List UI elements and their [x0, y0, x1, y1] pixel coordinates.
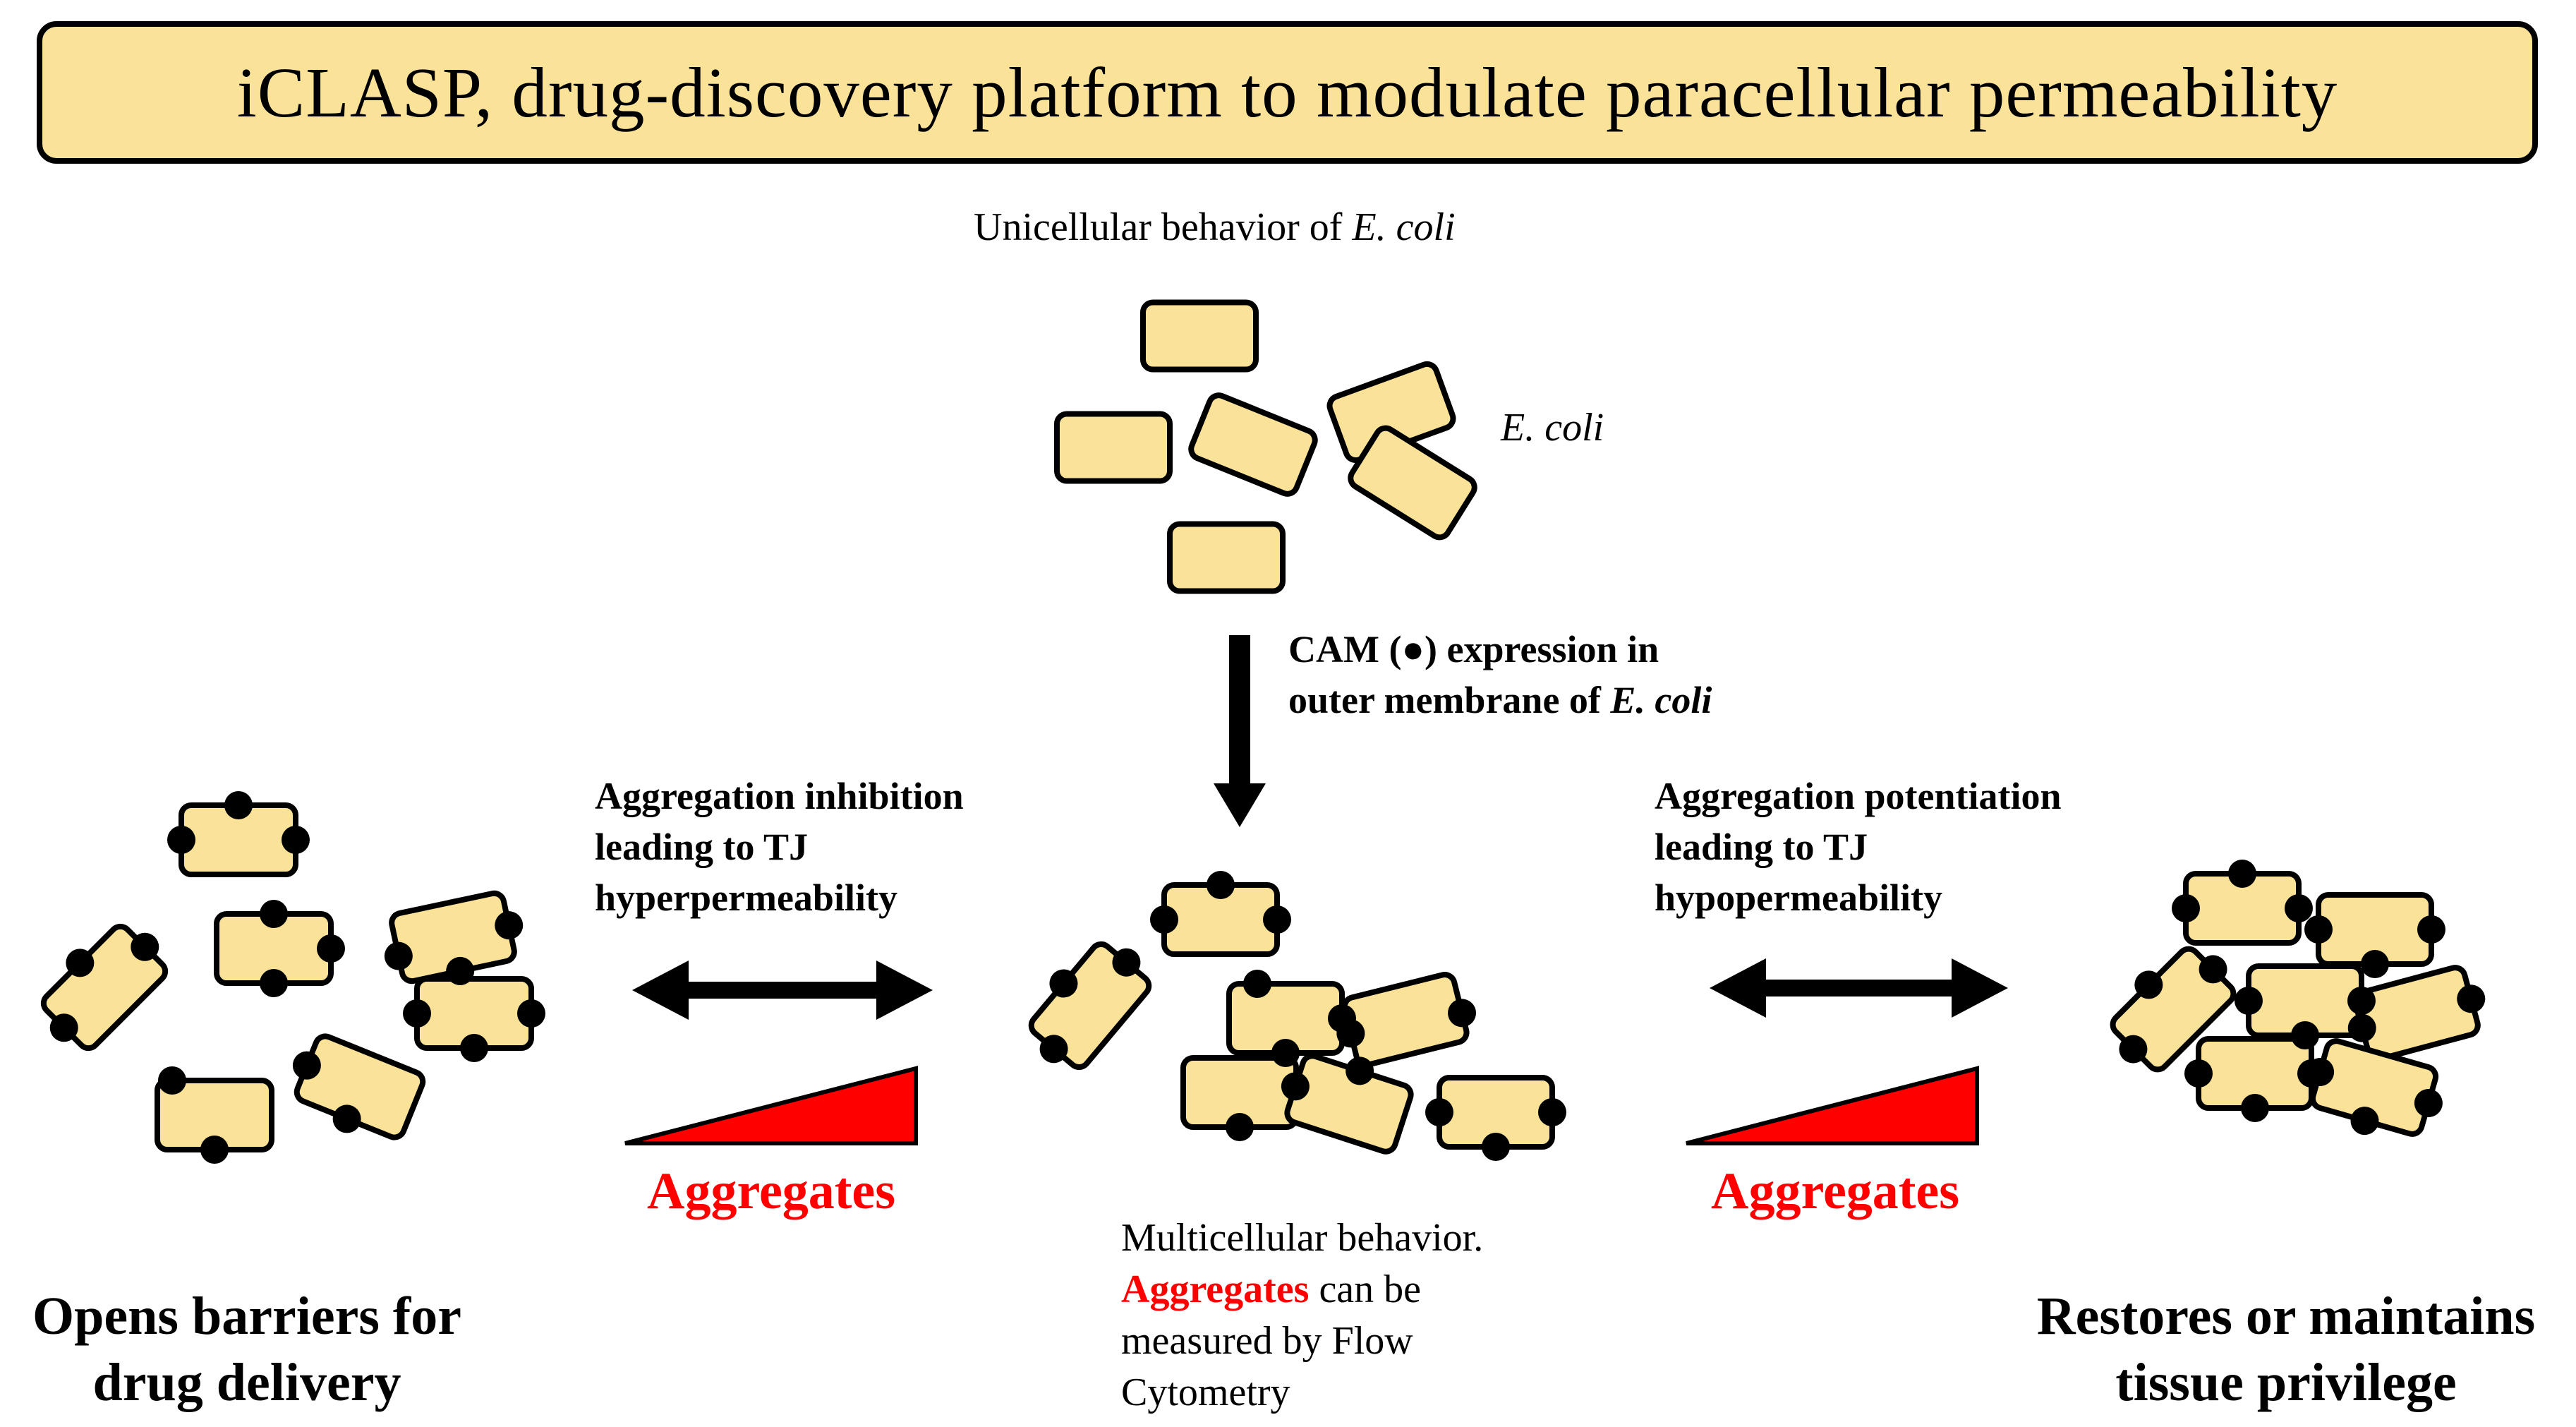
cam-dot-icon — [1226, 1113, 1254, 1141]
aggregates-label-left: Aggregates — [647, 1162, 896, 1220]
cam-dot-icon — [260, 969, 288, 997]
right-outcome-line1: Restores or maintains — [2036, 1287, 2536, 1346]
left-outcome-line1: Opens barriers for — [32, 1287, 461, 1346]
cam-dot-icon — [2417, 915, 2445, 944]
cam-dot-icon — [517, 999, 545, 1028]
cam-dot-icon — [2350, 1107, 2379, 1136]
cam-dot-icon — [131, 932, 159, 961]
cam-dot-icon — [317, 934, 345, 963]
rod-cell-icon — [1167, 521, 1286, 594]
center-caption-line2: Aggregates can be — [1121, 1268, 1422, 1311]
cam-dot-icon — [1039, 1035, 1068, 1064]
rod-cell-icon — [2352, 965, 2481, 1062]
cam-dot-icon — [384, 941, 413, 970]
left-outcome: Opens barriers for drug delivery — [0, 1283, 494, 1416]
cam-dot-icon — [1112, 948, 1141, 977]
cam-dot-icon — [2457, 985, 2486, 1013]
cam-note-line2: outer membrane of E. coli — [1288, 679, 1712, 721]
rod-cell-icon — [1054, 411, 1173, 484]
cam-dot-icon — [282, 826, 310, 854]
cam-dot-icon — [2172, 894, 2200, 922]
cam-dot-icon — [1243, 970, 1271, 998]
top-caption: Unicellular behavior of E. coli — [974, 205, 1456, 249]
cam-dot-icon — [1281, 1072, 1310, 1101]
arrows-layer — [624, 635, 2008, 1145]
cam-dot-icon — [332, 1104, 361, 1133]
cam-dot-icon — [2241, 1094, 2269, 1122]
cam-dot-icon — [2228, 860, 2256, 888]
right-note-line2: leading to TJ — [1655, 826, 1868, 868]
cam-dot-icon — [1150, 905, 1178, 934]
cam-dot-icon — [403, 999, 431, 1028]
cam-dot-icon — [2285, 894, 2313, 922]
cam-dot-icon — [1538, 1098, 1566, 1126]
title-banner: iCLASP, drug-discovery platform to modul… — [37, 21, 2538, 164]
cam-dot-icon — [2184, 1059, 2213, 1088]
cells-layer — [40, 299, 2481, 1155]
left-outcome-line2: drug delivery — [92, 1353, 401, 1412]
double-arrow-icon-right — [1710, 958, 2008, 1018]
cam-dot-icon — [2304, 915, 2333, 944]
rod-cell-icon — [1188, 392, 1318, 497]
right-outcome-line2: tissue privilege — [2115, 1353, 2457, 1412]
aggregates-label-right: Aggregates — [1711, 1162, 1960, 1220]
cam-dot-icon — [1346, 1056, 1374, 1085]
cam-note-line1: CAM (●) expression in — [1288, 628, 1659, 670]
cam-dot-icon — [1482, 1133, 1510, 1161]
cam-dot-icon — [2347, 1013, 2376, 1042]
cam-dot-icon — [1448, 999, 1477, 1028]
right-note-line3: hypopermeability — [1655, 877, 1943, 919]
cam-dot-icon — [66, 949, 95, 977]
cam-dot-icon — [460, 1034, 488, 1062]
rod-cell-icon — [1140, 299, 1259, 373]
cam-dot-icon — [2306, 1057, 2335, 1086]
ecoli-label: E. coli — [1501, 406, 1604, 450]
cam-dot-icon — [1336, 1019, 1365, 1048]
cam-dot-icon — [2414, 1089, 2443, 1118]
cam-dot-icon — [2361, 950, 2389, 978]
right-note-line1: Aggregation potentiation — [1655, 775, 2062, 817]
double-arrow-icon-left — [632, 961, 933, 1020]
cam-dot-icon — [158, 1066, 186, 1095]
cam-dot-icon — [2291, 1021, 2319, 1049]
cam-dot-icon — [495, 911, 524, 940]
cam-dot-icon — [1049, 969, 1078, 998]
cam-dot-icon — [167, 826, 195, 854]
cam-dot-icon — [2134, 970, 2163, 999]
cam-dot-icon — [446, 956, 475, 985]
cam-note: CAM (●) expression in outer membrane of … — [1288, 624, 1712, 725]
right-outcome: Restores or maintains tissue privilege — [1997, 1283, 2575, 1416]
center-caption-line3: measured by Flow — [1121, 1319, 1413, 1363]
center-caption: Multicellular behavior. Aggregates can b… — [1121, 1212, 1483, 1419]
cam-dot-icon — [224, 791, 253, 819]
cam-dot-icon — [1207, 871, 1235, 899]
cam-dot-icon — [2119, 1035, 2148, 1064]
cam-dot-icon — [2199, 955, 2227, 984]
left-note-line1: Aggregation inhibition — [595, 775, 964, 817]
left-note-line3: hyperpermeability — [595, 877, 897, 919]
right-note: Aggregation potentiation leading to TJ h… — [1655, 771, 2062, 923]
cam-dot-icon — [200, 1136, 229, 1164]
cam-dot-icon — [292, 1051, 321, 1080]
ramp-triangle-icon-left — [624, 1066, 918, 1145]
cam-dot-icon — [260, 900, 288, 928]
cam-dot-icon — [1263, 905, 1291, 934]
down-arrow-icon — [1214, 635, 1266, 827]
cam-dots-layer — [49, 791, 2486, 1164]
cam-dot-icon — [2347, 987, 2376, 1015]
center-caption-line1: Multicellular behavior. — [1121, 1216, 1484, 1260]
rod-cell-icon — [1348, 425, 1477, 541]
left-note: Aggregation inhibition leading to TJ hyp… — [595, 771, 964, 923]
cam-dot-icon — [1271, 1039, 1300, 1067]
cam-dot-icon — [49, 1013, 78, 1042]
ramp-triangle-icon-right — [1686, 1066, 1979, 1145]
left-note-line2: leading to TJ — [595, 826, 809, 868]
cam-dot-icon — [1425, 1098, 1453, 1126]
cam-dot-icon — [2235, 987, 2263, 1015]
center-caption-line4: Cytometry — [1121, 1371, 1290, 1414]
page-title: iCLASP, drug-discovery platform to modul… — [236, 53, 2338, 132]
